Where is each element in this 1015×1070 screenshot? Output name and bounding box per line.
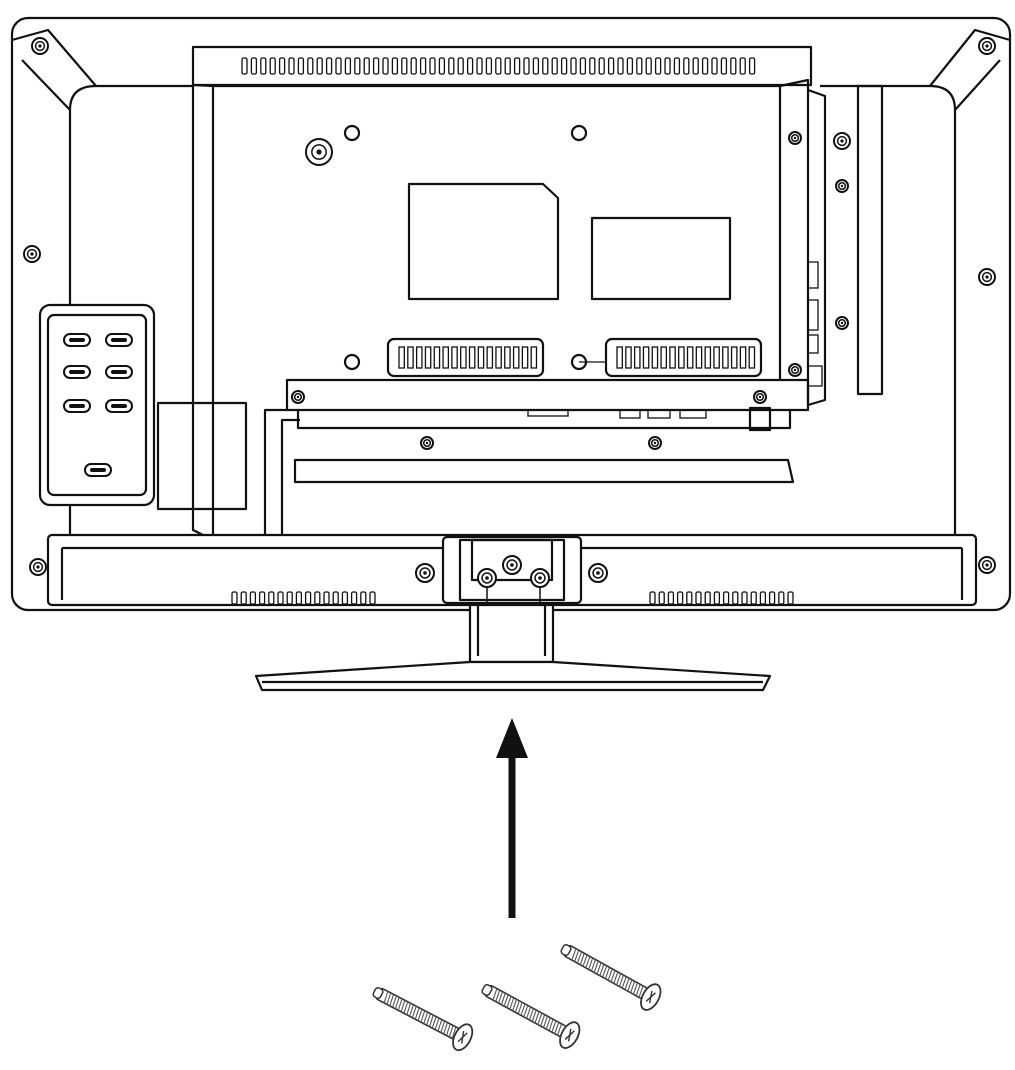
arrow-up-icon (496, 718, 528, 918)
control-button (105, 333, 133, 347)
mounting-screw (420, 436, 434, 450)
mounting-screw (835, 316, 849, 330)
screw-icon (481, 984, 581, 1049)
mounting-screw (978, 556, 996, 574)
mounting-screw (978, 268, 996, 286)
bottom-vent-icon (231, 591, 794, 605)
tv-back-icon (10, 16, 1012, 612)
mounting-screw (502, 555, 522, 575)
control-button-panel (38, 303, 156, 507)
screw-icon (560, 944, 662, 1011)
control-button (105, 399, 133, 413)
mounting-screw (833, 132, 851, 150)
mounting-screw (788, 363, 802, 377)
mounting-screw (835, 179, 849, 193)
stand-neck-icon (468, 603, 555, 664)
control-button (105, 365, 133, 379)
screw-icon (372, 987, 474, 1052)
top-vent-icon (241, 57, 756, 75)
mounting-screw (978, 37, 996, 55)
mounting-screw (753, 390, 767, 404)
control-button (63, 365, 91, 379)
mounting-screw (788, 131, 802, 145)
stand-base-icon (254, 660, 772, 692)
mounting-screw (648, 436, 662, 450)
mounting-screw (23, 245, 41, 263)
mounting-screw (415, 563, 435, 583)
mounting-screw (31, 37, 49, 55)
control-button (63, 333, 91, 347)
control-button (84, 463, 112, 477)
mounting-screw (530, 568, 550, 588)
mounting-screw (291, 390, 305, 404)
control-button (63, 399, 91, 413)
mounting-screw (29, 558, 47, 576)
mounting-screw (477, 568, 497, 588)
mounting-screw (588, 563, 608, 583)
mounting-screw (305, 138, 333, 166)
